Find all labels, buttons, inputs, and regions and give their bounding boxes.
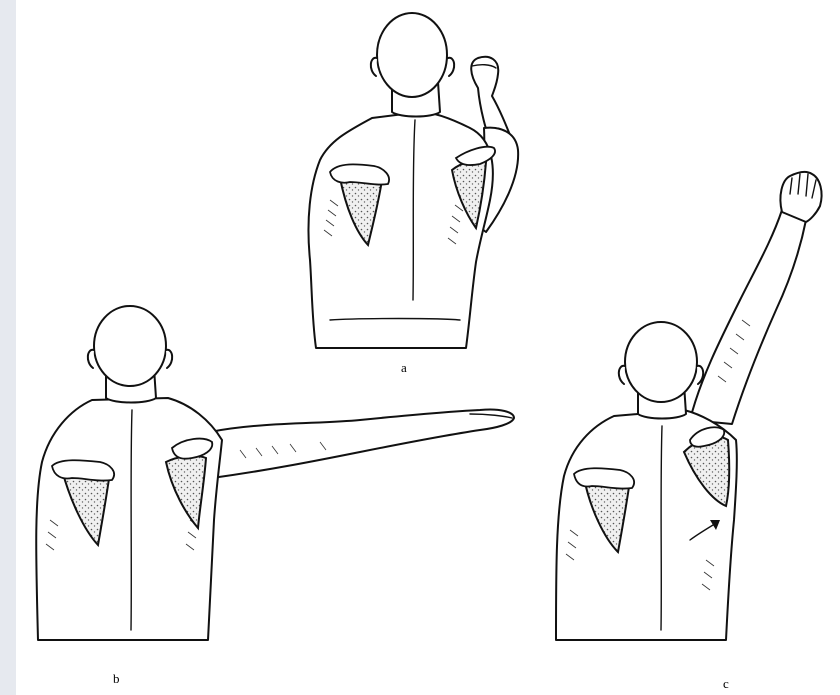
figure-c-hand — [780, 172, 821, 222]
figure-c-drawing — [556, 172, 822, 640]
figure-b-label: b — [113, 671, 120, 686]
figure-c-label: c — [723, 676, 729, 691]
figure-a-torso — [308, 112, 492, 348]
figure-b-head — [94, 306, 166, 386]
figure-c-arm — [690, 210, 806, 424]
figure-a-head — [377, 13, 447, 97]
figure-a-drawing — [308, 13, 518, 348]
figure-b-drawing — [36, 306, 514, 640]
figure-c-head — [625, 322, 697, 402]
figure-a-label: a — [401, 360, 407, 375]
figure-b-arm — [210, 409, 514, 478]
